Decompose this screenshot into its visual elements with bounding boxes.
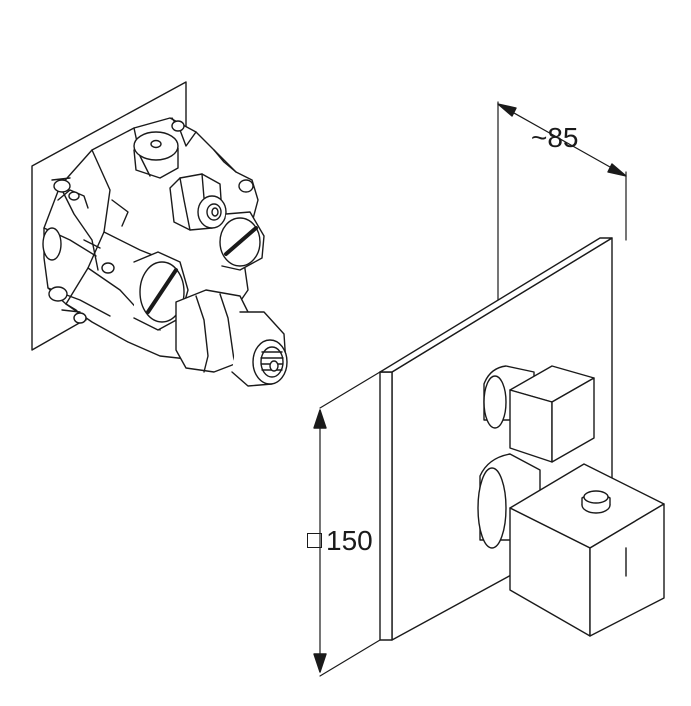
mounting-bolt-icon <box>171 120 254 193</box>
slotted-plug-right <box>219 211 265 271</box>
depth-dimension-label: ~85 <box>531 122 579 153</box>
cover-plate-assembly <box>379 237 665 641</box>
mounting-bolt-icon <box>42 227 115 274</box>
top-boss <box>133 131 179 161</box>
square-symbol-icon <box>307 533 322 548</box>
lower-cartridge <box>175 289 288 387</box>
mounting-bolt-icon <box>51 177 80 201</box>
mounting-bolt-icon <box>48 286 87 324</box>
upper-outlet-nut <box>169 173 227 231</box>
lower-handle-icon <box>477 453 665 637</box>
depth-dimension <box>497 101 627 301</box>
valve-body-illustration <box>31 81 288 387</box>
slotted-plug-middle <box>133 251 189 331</box>
cover-plate-edge <box>379 371 393 641</box>
size-dimension-label: 150 <box>307 527 373 555</box>
upper-handle-icon <box>483 365 595 463</box>
height-dimension <box>313 371 381 677</box>
size-dimension-value: 150 <box>326 525 373 556</box>
